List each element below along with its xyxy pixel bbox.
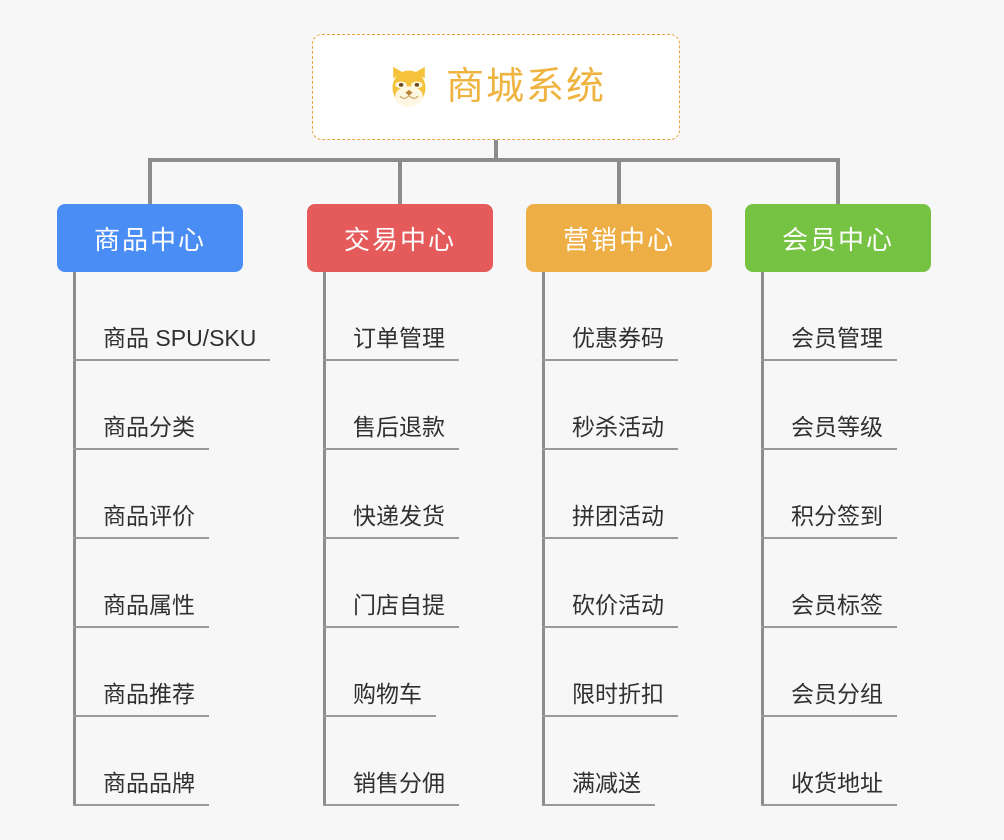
list-item[interactable]: 会员标签 bbox=[761, 539, 897, 628]
category-items-3: 优惠券码 秒杀活动 拼团活动 砍价活动 限时折扣 满减送 bbox=[542, 272, 678, 806]
connector-horizontal-bar bbox=[148, 158, 840, 162]
category-column-3: 营销中心 优惠券码 秒杀活动 拼团活动 砍价活动 限时折扣 满减送 bbox=[526, 204, 766, 806]
list-item[interactable]: 商品评价 bbox=[73, 450, 270, 539]
item-label: 订单管理 bbox=[323, 325, 459, 361]
list-item[interactable]: 会员等级 bbox=[761, 361, 897, 450]
item-label: 砍价活动 bbox=[542, 592, 678, 628]
list-item[interactable]: 拼团活动 bbox=[542, 450, 678, 539]
connector-drop-3 bbox=[617, 158, 621, 206]
list-item[interactable]: 门店自提 bbox=[323, 539, 459, 628]
list-item[interactable]: 秒杀活动 bbox=[542, 361, 678, 450]
category-items-4: 会员管理 会员等级 积分签到 会员标签 会员分组 收货地址 bbox=[761, 272, 897, 806]
item-label: 销售分佣 bbox=[323, 770, 459, 806]
item-label: 拼团活动 bbox=[542, 503, 678, 539]
list-item[interactable]: 优惠券码 bbox=[542, 272, 678, 361]
item-label: 会员分组 bbox=[761, 681, 897, 717]
item-label: 会员管理 bbox=[761, 325, 897, 361]
item-label: 商品评价 bbox=[73, 503, 209, 539]
item-label: 满减送 bbox=[542, 770, 655, 806]
list-item[interactable]: 限时折扣 bbox=[542, 628, 678, 717]
category-header-1[interactable]: 商品中心 bbox=[57, 204, 243, 272]
list-item[interactable]: 满减送 bbox=[542, 717, 678, 806]
item-label: 购物车 bbox=[323, 681, 436, 717]
list-item[interactable]: 销售分佣 bbox=[323, 717, 459, 806]
item-label: 优惠券码 bbox=[542, 325, 678, 361]
category-items-2: 订单管理 售后退款 快递发货 门店自提 购物车 销售分佣 bbox=[323, 272, 459, 806]
item-label: 会员标签 bbox=[761, 592, 897, 628]
connector-root-stem bbox=[494, 140, 498, 162]
list-item[interactable]: 会员管理 bbox=[761, 272, 897, 361]
category-column-2: 交易中心 订单管理 售后退款 快递发货 门店自提 购物车 销售分佣 bbox=[307, 204, 547, 806]
category-label-2: 交易中心 bbox=[343, 224, 456, 255]
list-item[interactable]: 购物车 bbox=[323, 628, 459, 717]
category-spine-3 bbox=[542, 272, 545, 806]
category-column-1: 商品中心 商品 SPU/SKU 商品分类 商品评价 商品属性 商品推荐 商品品牌 bbox=[57, 204, 297, 806]
list-item[interactable]: 商品属性 bbox=[73, 539, 270, 628]
item-label: 快递发货 bbox=[323, 503, 459, 539]
item-label: 商品品牌 bbox=[73, 770, 209, 806]
item-label: 商品分类 bbox=[73, 414, 209, 450]
connector-drop-1 bbox=[148, 158, 152, 206]
list-item[interactable]: 商品 SPU/SKU bbox=[73, 272, 271, 361]
item-label: 门店自提 bbox=[323, 592, 459, 628]
item-label: 限时折扣 bbox=[542, 681, 678, 717]
list-item[interactable]: 商品分类 bbox=[73, 361, 270, 450]
category-label-1: 商品中心 bbox=[93, 224, 206, 255]
list-item[interactable]: 砍价活动 bbox=[542, 539, 678, 628]
item-label: 秒杀活动 bbox=[542, 414, 678, 450]
list-item[interactable]: 售后退款 bbox=[323, 361, 459, 450]
category-items-1: 商品 SPU/SKU 商品分类 商品评价 商品属性 商品推荐 商品品牌 bbox=[73, 272, 271, 806]
list-item[interactable]: 积分签到 bbox=[761, 450, 897, 539]
list-item[interactable]: 会员分组 bbox=[761, 628, 897, 717]
connector-drop-4 bbox=[836, 158, 840, 206]
item-label: 商品属性 bbox=[73, 592, 209, 628]
item-label: 收货地址 bbox=[761, 770, 897, 806]
list-item[interactable]: 收货地址 bbox=[761, 717, 897, 806]
dog-face-icon bbox=[392, 66, 426, 108]
category-label-4: 会员中心 bbox=[781, 224, 894, 255]
category-spine-4 bbox=[761, 272, 764, 806]
category-header-2[interactable]: 交易中心 bbox=[307, 204, 493, 272]
root-title: 商城系统 bbox=[445, 66, 606, 108]
item-label: 售后退款 bbox=[323, 414, 459, 450]
item-label: 会员等级 bbox=[761, 414, 897, 450]
item-label: 积分签到 bbox=[761, 503, 897, 539]
category-header-4[interactable]: 会员中心 bbox=[745, 204, 931, 272]
category-spine-1 bbox=[73, 272, 76, 806]
item-label: 商品推荐 bbox=[73, 681, 209, 717]
root-node[interactable]: 商城系统 bbox=[312, 34, 680, 140]
connector-drop-2 bbox=[398, 158, 402, 206]
item-label: 商品 SPU/SKU bbox=[73, 325, 271, 361]
category-spine-2 bbox=[323, 272, 326, 806]
list-item[interactable]: 快递发货 bbox=[323, 450, 459, 539]
category-label-3: 营销中心 bbox=[562, 224, 675, 255]
list-item[interactable]: 商品推荐 bbox=[73, 628, 270, 717]
category-header-3[interactable]: 营销中心 bbox=[526, 204, 712, 272]
list-item[interactable]: 商品品牌 bbox=[73, 717, 270, 806]
list-item[interactable]: 订单管理 bbox=[323, 272, 459, 361]
category-column-4: 会员中心 会员管理 会员等级 积分签到 会员标签 会员分组 收货地址 bbox=[745, 204, 985, 806]
